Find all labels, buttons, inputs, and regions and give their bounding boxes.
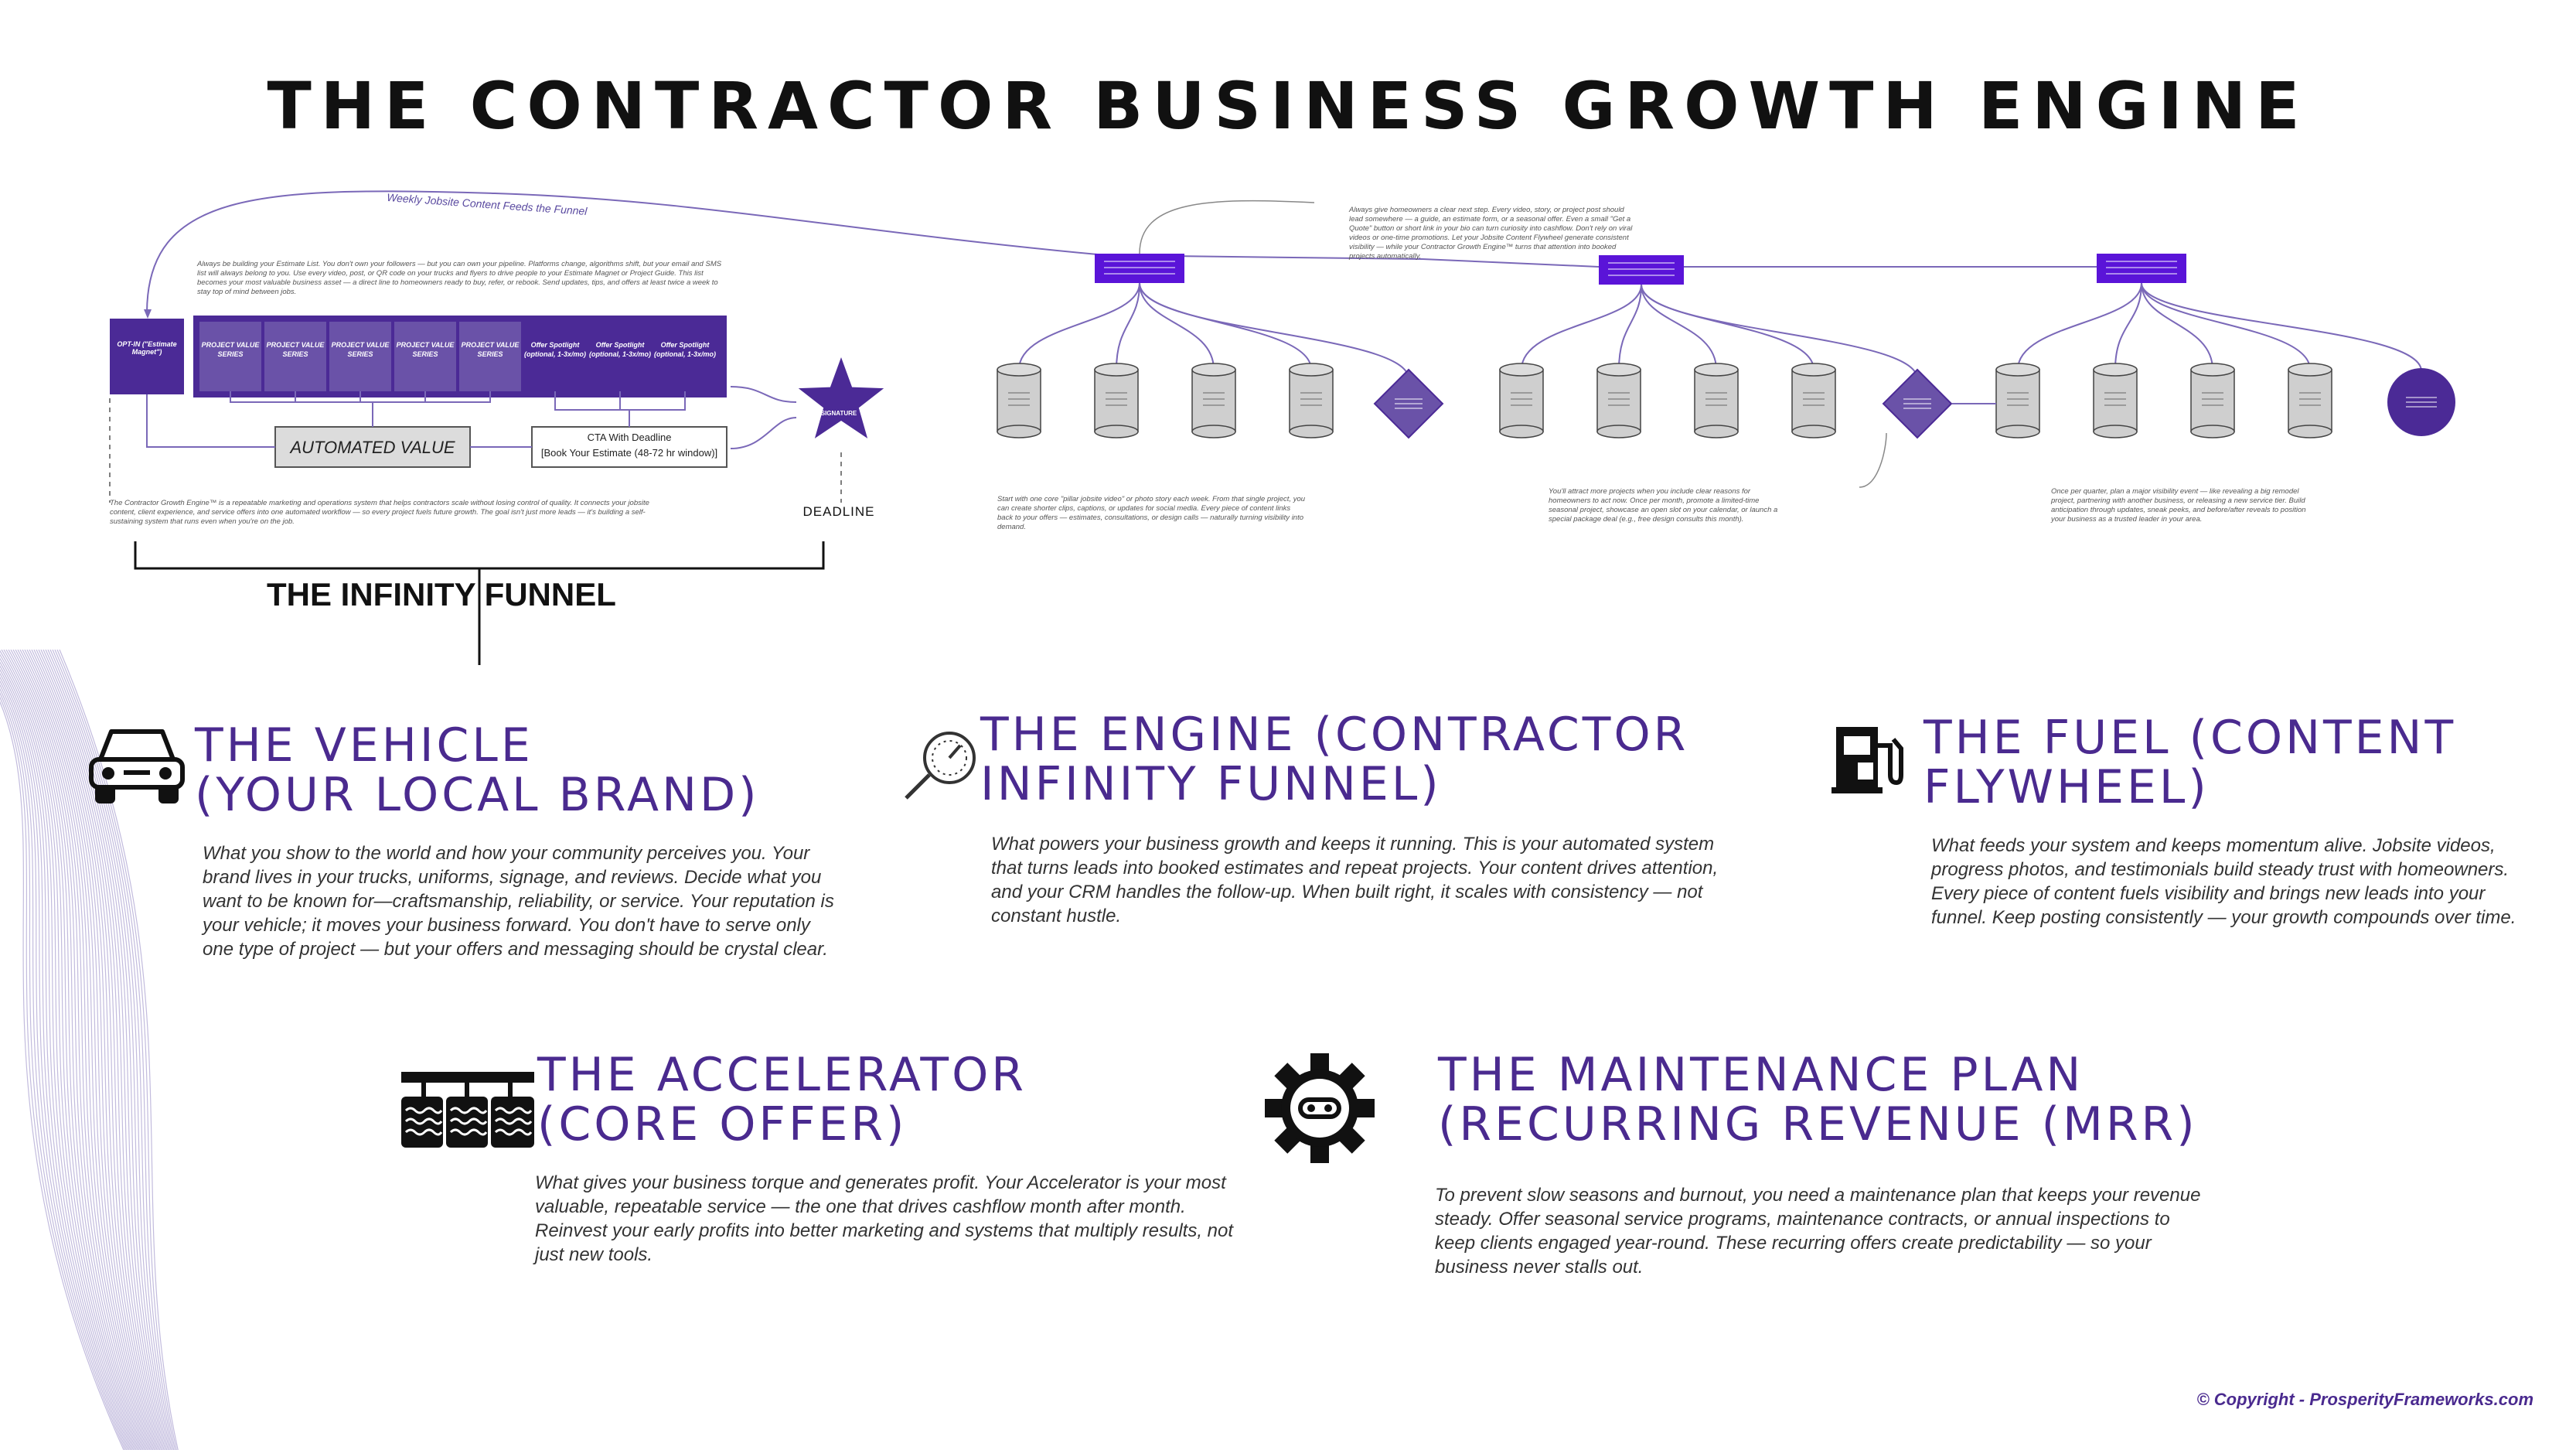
- series-label-5: PROJECT VALUE SERIES: [461, 341, 520, 358]
- series-box-1[interactable]: [199, 322, 261, 391]
- series-box-4[interactable]: [394, 322, 456, 391]
- engine-body: What powers your business growth and kee…: [991, 834, 1719, 926]
- estimate-note: Always be building your Estimate List. Y…: [197, 260, 722, 296]
- fuel-body: What feeds your system and keeps momentu…: [1931, 835, 2516, 928]
- gear-icon: [1265, 1053, 1375, 1163]
- quarterly-content-cylinder-2[interactable]: [2093, 363, 2138, 438]
- series-label-6: Offer Spotlight (optional, 1-3x/mo): [524, 341, 587, 358]
- decorative-wave-lines: [0, 650, 179, 1450]
- flywheel-quarterly-hub[interactable]: [2097, 254, 2186, 283]
- vehicle-title-line2: (YOUR LOCAL BRAND): [195, 768, 760, 822]
- maintenance-title-line1: THE MAINTENANCE PLAN: [1438, 1048, 2084, 1102]
- deadline-label: DEADLINE: [802, 504, 875, 519]
- fuel-title-line1: THE FUEL (CONTENT: [1923, 711, 2457, 765]
- automated-value-label: AUTOMATED VALUE: [290, 438, 455, 457]
- engine-title-line2: INFINITY FUNNEL): [980, 757, 1442, 811]
- series-box-2[interactable]: [264, 322, 326, 391]
- weekly-loop-line: [146, 190, 1423, 314]
- accelerator-body: What gives your business torque and gene…: [535, 1172, 1234, 1265]
- weekly-content-cylinder-1[interactable]: [997, 363, 1041, 438]
- copyright-text: © Copyright - ProsperityFrameworks.com: [2196, 1390, 2533, 1409]
- monthly-content-cylinder-3[interactable]: [1694, 363, 1739, 438]
- flywheel-weekly-note: Start with one core "pillar jobsite vide…: [997, 495, 1306, 531]
- monthly-content-cylinder-2[interactable]: [1596, 363, 1641, 438]
- monthly-content-cylinder-4[interactable]: [1791, 363, 1836, 438]
- optin-box[interactable]: [110, 319, 184, 394]
- optin-label: OPT-IN ("Estimate Magnet"): [117, 340, 177, 356]
- signature-label: SIGNATURE: [820, 410, 857, 417]
- page-title: THE CONTRACTOR BUSINESS GROWTH ENGINE: [267, 68, 2309, 144]
- series-label-7: Offer Spotlight (optional, 1-3x/mo): [589, 341, 652, 358]
- weekly-content-cylinder-4[interactable]: [1289, 363, 1334, 438]
- series-box-3[interactable]: [329, 322, 391, 391]
- cta-line2: [Book Your Estimate (48-72 hr window)]: [540, 447, 718, 459]
- funnel-diagram: [109, 190, 2455, 665]
- series-label-2: PROJECT VALUE SERIES: [266, 341, 325, 358]
- engine-title-line1: THE ENGINE (CONTRACTOR: [980, 708, 1689, 762]
- series-box-8[interactable]: [654, 322, 716, 391]
- cta-line1: CTA With Deadline: [587, 432, 672, 443]
- flywheel-next-step-note: Always give homeowners a clear next step…: [1349, 206, 1633, 261]
- weekly-content-cylinder-3[interactable]: [1191, 363, 1236, 438]
- series-label-4: PROJECT VALUE SERIES: [396, 341, 455, 358]
- maintenance-body: To prevent slow seasons and burnout, you…: [1435, 1185, 2201, 1278]
- series-label-8: Offer Spotlight (optional, 1-3x/mo): [654, 341, 717, 358]
- flywheel-monthly-note: You'll attract more projects when you in…: [1549, 487, 1778, 524]
- fuel-title-line2: FLYWHEEL): [1923, 760, 2210, 814]
- funnel-description: The Contractor Growth Engine™ is a repea…: [110, 499, 649, 526]
- arrow-head: [144, 309, 152, 319]
- infinity-funnel-label: THE INFINITY FUNNEL: [267, 576, 616, 612]
- flywheel-quarterly-note: Once per quarter, plan a major visibilit…: [2051, 487, 2306, 524]
- series-box-7[interactable]: [589, 322, 651, 391]
- gauge-icon: [905, 732, 976, 800]
- maintenance-title-line2: (RECURRING REVENUE (MRR): [1438, 1097, 2198, 1151]
- signature-star-icon: [798, 357, 884, 438]
- weekly-content-cylinder-2[interactable]: [1094, 363, 1139, 438]
- quarterly-content-cylinder-1[interactable]: [1995, 363, 2040, 438]
- series-label-3: PROJECT VALUE SERIES: [331, 341, 390, 358]
- accelerator-title-line2: (CORE OFFER): [537, 1097, 908, 1151]
- car-icon: [89, 729, 185, 803]
- series-box-5[interactable]: [459, 322, 521, 391]
- quarterly-content-cylinder-3[interactable]: [2190, 363, 2235, 438]
- monthly-content-cylinder-1[interactable]: [1499, 363, 1544, 438]
- flywheel-monthly-hub[interactable]: [1599, 255, 1684, 285]
- fuel-pump-icon: [1831, 727, 1903, 793]
- pedals-icon: [401, 1072, 534, 1148]
- vehicle-body: What you show to the world and how your …: [203, 843, 834, 960]
- series-label-1: PROJECT VALUE SERIES: [201, 341, 260, 358]
- accelerator-title-line1: THE ACCELERATOR: [537, 1048, 1027, 1102]
- quarterly-content-cylinder-4[interactable]: [2288, 363, 2332, 438]
- series-box-6[interactable]: [524, 322, 586, 391]
- vehicle-title-line1: THE VEHICLE: [195, 718, 533, 773]
- flywheel-weekly-hub[interactable]: [1095, 254, 1184, 283]
